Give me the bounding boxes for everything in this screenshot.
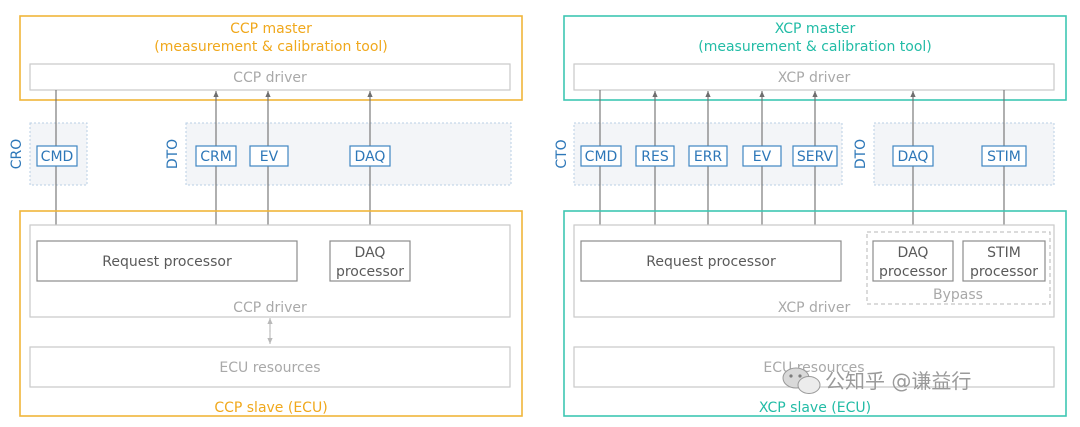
ccp-request-processor-label: Request processor [102,254,232,270]
xcp-request-processor-label: Request processor [646,254,776,270]
ccp-crm-label: CRM [200,149,232,165]
ccp-daq-processor-line1: DAQ [355,245,386,261]
xcp-driver-bottom-label: XCP driver [778,300,851,316]
ccp-daq-label: DAQ [355,149,386,165]
ccp-master-subtitle: (measurement & calibration tool) [154,39,387,55]
xcp-driver-top-box [573,63,1055,91]
ccp-ev-box [249,145,289,167]
xcp-stim-processor-box [962,240,1046,282]
xcp-daq-label: DAQ [898,149,929,165]
wechat-icon [782,367,821,394]
xcp-ev-box [742,145,782,167]
xcp-slave-title: XCP slave (ECU) [759,400,871,416]
ccp-cmd-label: CMD [41,149,74,165]
ccp-slave-box [19,210,523,417]
xcp-dto-label: DTO [853,139,869,169]
xcp-driver-top-label: XCP driver [778,70,851,86]
ccp-ecu-resources-box [29,346,511,388]
ccp-daq-box [349,145,391,167]
xcp-err-box [688,145,728,167]
ccp-request-processor-box [36,240,298,282]
ccp-slave-title: CCP slave (ECU) [214,400,327,416]
xcp-cmd-label: CMD [585,149,618,165]
ccp-cmd-box [36,145,78,167]
xcp-cmd-box [580,145,622,167]
ccp-ev-label: EV [260,149,279,165]
ccp-daq-processor-box [329,240,411,282]
ccp-crm-box [195,145,237,167]
ccp-ecu-resources-label: ECU resources [219,360,320,376]
xcp-stim-processor-line2: processor [970,264,1038,280]
xcp-daq-processor-line1: DAQ [898,245,929,261]
xcp-bypass-label: Bypass [933,287,983,303]
watermark: 公知乎 @谦益行 [782,367,971,394]
ccp-driver-bottom-label: CCP driver [233,300,307,316]
ccp-cro-label: CRO [9,139,25,170]
xcp-res-box [635,145,675,167]
ccp-daq-processor-line2: processor [336,264,404,280]
ccp-master-box [19,15,523,101]
xcp-stim-processor-line1: STIM [987,245,1021,261]
xcp-daq-box [892,145,934,167]
xcp-stim-box [981,145,1027,167]
xcp-res-label: RES [641,149,669,165]
xcp-slave-box [563,210,1067,417]
xcp-cto-label: CTO [554,139,570,168]
watermark-text: 公知乎 @谦益行 [825,369,971,393]
xcp-daq-processor-line2: processor [879,264,947,280]
ccp-master-title: CCP master [230,21,312,37]
xcp-bypass-box [866,231,1051,305]
xcp-err-label: ERR [694,149,723,165]
xcp-request-processor-box [580,240,842,282]
xcp-ev-label: EV [753,149,772,165]
ccp-dto-band [185,122,512,186]
ccp-dto-label: DTO [165,139,181,169]
xcp-master-subtitle: (measurement & calibration tool) [698,39,931,55]
xcp-stim-label: STIM [987,149,1021,165]
xcp-serv-box [792,145,838,167]
xcp-daq-processor-box [872,240,954,282]
xcp-serv-label: SERV [797,149,834,165]
xcp-master-title: XCP master [775,21,856,37]
ccp-driver-top-label: CCP driver [233,70,307,86]
ccp-driver-top-box [29,63,511,91]
